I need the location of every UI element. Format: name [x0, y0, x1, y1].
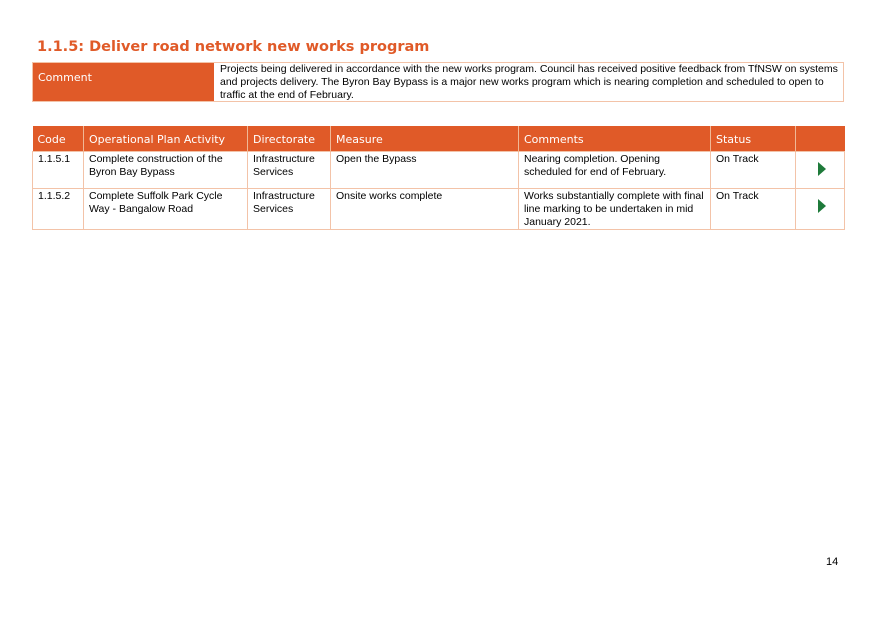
green-right-arrow-icon [818, 199, 826, 213]
comment-text: Projects being delivered in accordance w… [220, 63, 838, 101]
column-header-comments: Comments [518, 126, 711, 152]
cell-comments: Works substantially complete with final … [518, 188, 711, 230]
column-header-status: Status [710, 126, 796, 152]
cell-status-icon [795, 188, 845, 230]
table-row: 1.1.5.2 Complete Suffolk Park Cycle Way … [32, 188, 845, 230]
cell-status: On Track [710, 188, 796, 230]
column-header-code: Code [32, 126, 84, 152]
cell-measure: Onsite works complete [330, 188, 519, 230]
cell-activity: Complete Suffolk Park Cycle Way - Bangal… [83, 188, 248, 230]
comment-label: Comment [33, 63, 214, 101]
cell-comments: Nearing completion. Opening scheduled fo… [518, 151, 711, 189]
cell-measure: Open the Bypass [330, 151, 519, 189]
cell-activity: Complete construction of the Byron Bay B… [83, 151, 248, 189]
column-header-directorate: Directorate [247, 126, 331, 152]
cell-code: 1.1.5.2 [32, 188, 84, 230]
operational-plan-table: Code Operational Plan Activity Directora… [32, 126, 845, 230]
cell-status-icon [795, 151, 845, 189]
column-header-status-icon [795, 126, 845, 152]
cell-status: On Track [710, 151, 796, 189]
section-heading: 1.1.5: Deliver road network new works pr… [37, 39, 430, 55]
table-header-row: Code Operational Plan Activity Directora… [32, 126, 845, 152]
cell-code: 1.1.5.1 [32, 151, 84, 189]
cell-directorate: Infrastructure Services [247, 151, 331, 189]
comment-box: Comment Projects being delivered in acco… [32, 62, 844, 102]
column-header-measure: Measure [330, 126, 519, 152]
column-header-activity: Operational Plan Activity [83, 126, 248, 152]
cell-directorate: Infrastructure Services [247, 188, 331, 230]
green-right-arrow-icon [818, 162, 826, 176]
table-row: 1.1.5.1 Complete construction of the Byr… [32, 151, 845, 189]
page-number: 14 [826, 556, 839, 568]
